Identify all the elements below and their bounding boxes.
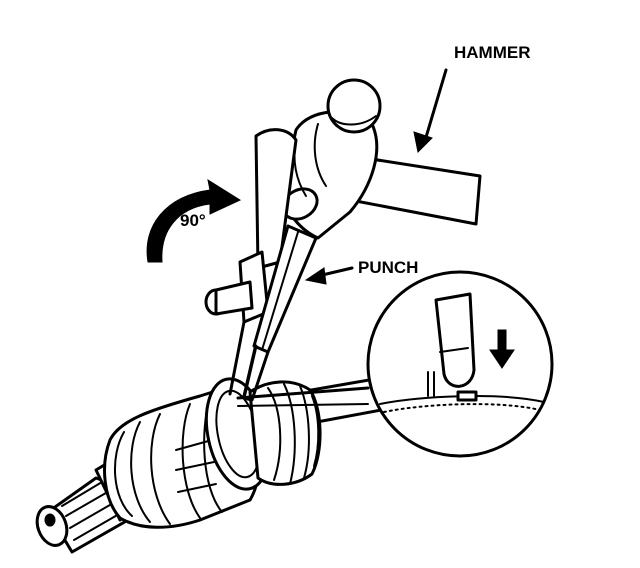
hammer: [280, 78, 482, 240]
cv-boot: [248, 380, 322, 486]
cv-joint-housing: [35, 377, 272, 554]
rotation-label: 90°: [180, 211, 206, 230]
leader-lines: [236, 68, 448, 407]
detail-inset: [366, 270, 554, 458]
punch-label: PUNCH: [358, 258, 418, 277]
punch: [242, 224, 318, 402]
rotation-arrow: [146, 178, 242, 263]
hammer-label: HAMMER: [454, 43, 531, 62]
punch-holder: [204, 128, 298, 398]
